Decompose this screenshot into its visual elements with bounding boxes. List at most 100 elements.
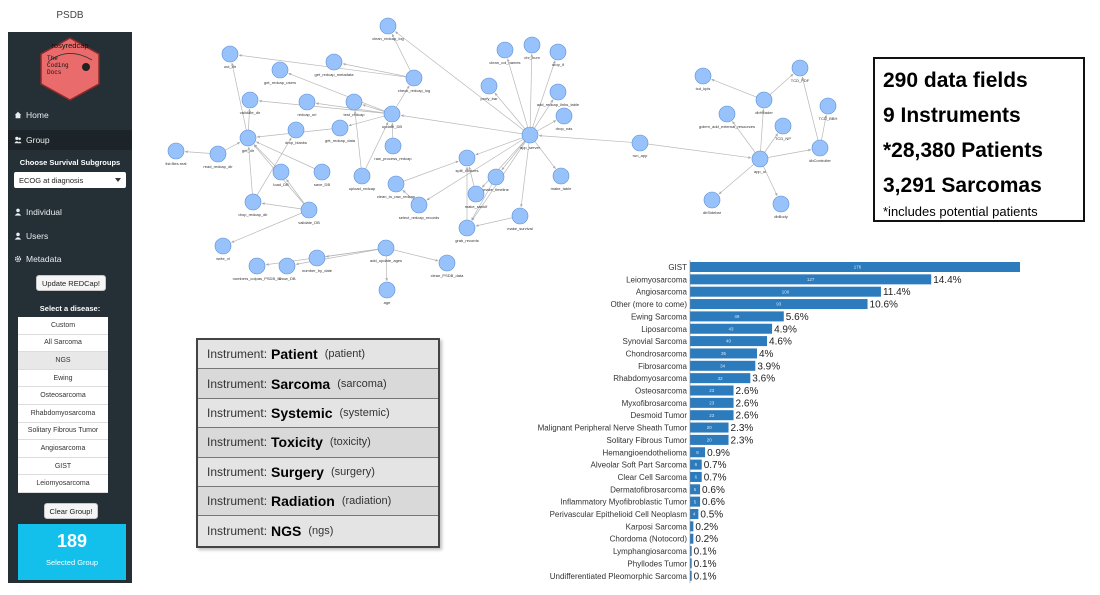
graph-node[interactable]: dbBody — [772, 195, 790, 219]
graph-node-circle[interactable] — [751, 150, 769, 168]
graph-node-circle[interactable] — [438, 254, 456, 272]
graph-node-circle[interactable] — [379, 17, 397, 35]
graph-node-circle[interactable] — [521, 126, 539, 144]
clear-group-button[interactable]: Clear Group! — [44, 503, 98, 519]
graph-node-circle[interactable] — [383, 105, 401, 123]
disease-option[interactable]: All Sarcoma — [18, 335, 108, 353]
disease-option[interactable]: Solitary Fibrous Tumor — [18, 423, 108, 441]
graph-node-circle[interactable] — [405, 69, 423, 87]
graph-node[interactable]: save_DB — [313, 163, 331, 187]
graph-node[interactable]: TCD_PDF — [791, 59, 810, 83]
graph-node-circle[interactable] — [271, 61, 289, 79]
graph-node-circle[interactable] — [549, 43, 567, 61]
graph-node-circle[interactable] — [167, 142, 185, 160]
graph-node-circle[interactable] — [496, 41, 514, 59]
graph-node-circle[interactable] — [221, 45, 239, 63]
graph-node[interactable]: age — [378, 281, 396, 305]
nav-users[interactable]: Users — [14, 229, 48, 243]
graph-node[interactable]: number_by_date — [302, 249, 333, 273]
graph-node[interactable]: list.files.real — [166, 142, 187, 166]
graph-node[interactable]: clean_col_names — [489, 41, 521, 65]
graph-node-circle[interactable] — [384, 137, 402, 155]
disease-option[interactable]: Leiomyosarcoma — [18, 475, 108, 493]
graph-node[interactable]: get_redcap_metadata — [315, 53, 355, 77]
graph-node-circle[interactable] — [774, 117, 792, 135]
disease-option[interactable]: Ewing — [18, 370, 108, 388]
graph-node[interactable]: select_redcap_records — [399, 196, 439, 220]
graph-node[interactable]: get_dir — [239, 129, 257, 153]
graph-node[interactable]: show_DB — [278, 257, 296, 281]
graph-node-circle[interactable] — [511, 207, 529, 225]
graph-node-circle[interactable] — [480, 77, 498, 95]
graph-node[interactable]: load_DB — [272, 163, 290, 187]
graph-node-circle[interactable] — [523, 36, 541, 54]
graph-node-circle[interactable] — [458, 219, 476, 237]
graph-node[interactable]: test_redcap — [344, 93, 366, 117]
nav-group[interactable]: Group — [14, 133, 50, 147]
graph-node[interactable]: validate_DB — [298, 201, 320, 225]
graph-node-circle[interactable] — [811, 139, 829, 157]
graph-node-circle[interactable] — [377, 239, 395, 257]
graph-node[interactable]: numbers_colpas_PSDB_ID — [233, 257, 282, 281]
graph-node-circle[interactable] — [214, 237, 232, 255]
graph-node[interactable]: write_xl — [214, 237, 232, 261]
graph-node[interactable]: dbController — [809, 139, 832, 163]
graph-node[interactable]: validate_dir — [240, 91, 261, 115]
graph-node-circle[interactable] — [331, 119, 349, 137]
graph-node-circle[interactable] — [410, 196, 428, 214]
graph-node[interactable]: check_redcap_log — [398, 69, 430, 93]
graph-node-circle[interactable] — [467, 185, 485, 203]
graph-node[interactable]: add_redcap_links_table — [537, 83, 580, 107]
graph-node-circle[interactable] — [631, 134, 649, 152]
graph-node[interactable]: make_timeline — [483, 168, 510, 192]
graph-node[interactable]: read_redcap_dir — [203, 145, 233, 169]
graph-node-circle[interactable] — [353, 167, 371, 185]
disease-option[interactable]: Rhabdomyosarcoma — [18, 405, 108, 423]
graph-node[interactable]: update_DB — [382, 105, 402, 129]
graph-node[interactable]: clean_PSDB_data — [431, 254, 464, 278]
graph-node[interactable]: TCD_NP — [774, 117, 792, 141]
graph-node-circle[interactable] — [694, 67, 712, 85]
graph-node-circle[interactable] — [278, 257, 296, 275]
graph-node-circle[interactable] — [209, 145, 227, 163]
graph-node[interactable]: drop_redcap_dir — [238, 193, 268, 217]
graph-node-circle[interactable] — [772, 195, 790, 213]
graph-node-circle[interactable] — [308, 249, 326, 267]
graph-node[interactable]: raw_process_redcap — [374, 137, 412, 161]
graph-node[interactable]: dbSidebar — [703, 191, 722, 215]
graph-node[interactable]: drop_nas — [556, 107, 573, 131]
graph-node-circle[interactable] — [387, 175, 405, 193]
graph-node[interactable]: run_app — [631, 134, 649, 158]
graph-node[interactable]: drop_if — [549, 43, 567, 67]
nav-metadata[interactable]: Metadata — [14, 252, 61, 266]
graph-node[interactable]: dbHeader — [755, 91, 773, 115]
graph-node[interactable]: split_choices — [456, 149, 479, 173]
graph-node[interactable]: grab_records — [455, 219, 479, 243]
graph-node[interactable]: upload_redcap — [349, 167, 376, 191]
graph-node-circle[interactable] — [345, 93, 363, 111]
graph-node-circle[interactable] — [248, 257, 266, 275]
graph-node-circle[interactable] — [487, 168, 505, 186]
disease-option[interactable]: GIST — [18, 458, 108, 476]
nav-individual[interactable]: Individual — [14, 205, 62, 219]
nav-home[interactable]: Home — [14, 108, 49, 122]
graph-node[interactable]: add_update_ages — [370, 239, 402, 263]
graph-node-circle[interactable] — [313, 163, 331, 181]
graph-node[interactable]: out_dir — [221, 45, 239, 69]
graph-node[interactable]: redcap_uri — [298, 93, 317, 117]
graph-node[interactable]: make_table — [551, 167, 572, 191]
graph-node[interactable]: make_survival — [507, 207, 533, 231]
graph-node[interactable]: chr_num — [523, 36, 541, 60]
graph-node[interactable]: clean_to_raw_redcap — [377, 175, 416, 199]
graph-node-circle[interactable] — [755, 91, 773, 109]
graph-node[interactable]: make_sankif — [465, 185, 488, 209]
graph-node-circle[interactable] — [325, 53, 343, 71]
update-redcap-button[interactable]: Update REDCap! — [36, 275, 106, 291]
graph-node-circle[interactable] — [272, 163, 290, 181]
graph-node-circle[interactable] — [552, 167, 570, 185]
graph-node[interactable]: get_redcap_data — [325, 119, 356, 143]
graph-node-circle[interactable] — [718, 105, 736, 123]
disease-option[interactable]: Custom — [18, 317, 108, 335]
graph-node[interactable]: drop_blanks — [285, 121, 307, 145]
graph-node-circle[interactable] — [791, 59, 809, 77]
